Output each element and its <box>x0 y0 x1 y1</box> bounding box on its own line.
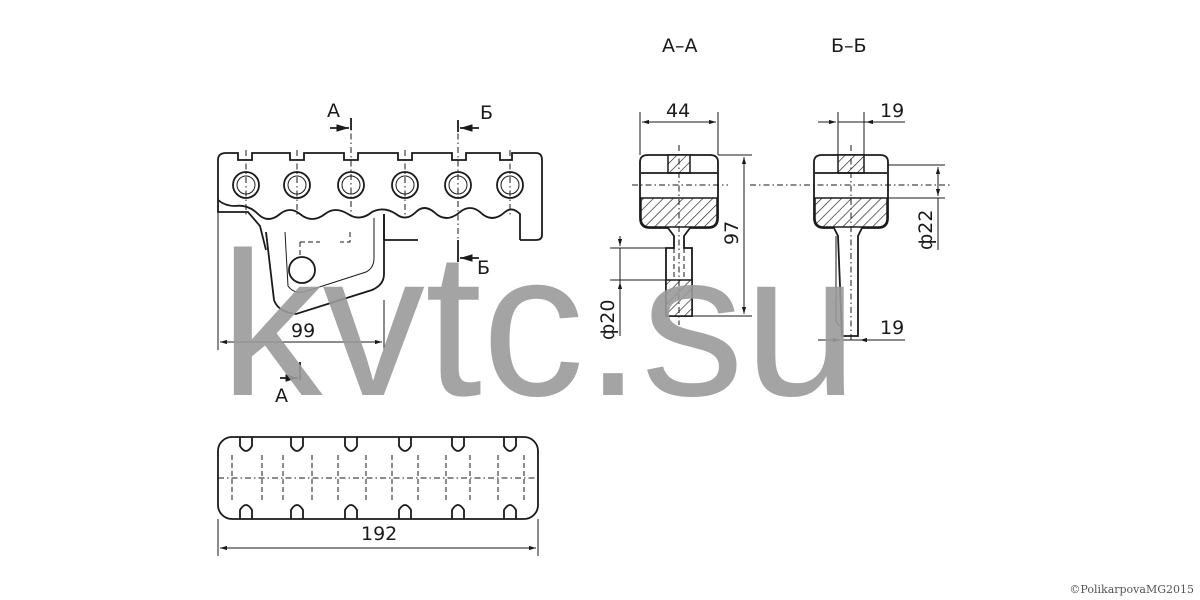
cut-mark-b-top: Б <box>480 102 493 124</box>
cut-mark-b-bottom: Б <box>477 257 490 279</box>
bottom-slots <box>239 437 517 519</box>
section-bb-title: Б–Б <box>831 35 867 57</box>
dim-bb-width-top: 19 <box>880 100 904 122</box>
cut-mark-a-top: А <box>327 100 340 122</box>
labels: А–А Б–Б А Б Б А 99 192 44 97 ф20 19 19 ф… <box>275 35 937 545</box>
watermark-text: kvtc.su <box>220 210 858 439</box>
cut-mark-a-bottom: А <box>275 385 288 407</box>
dim-aa-height: 97 <box>721 221 743 245</box>
dim-bb-diameter: ф22 <box>915 210 937 250</box>
dim-total-length: 192 <box>361 523 397 545</box>
dim-aa-width: 44 <box>666 100 690 122</box>
bottom-view <box>217 436 539 556</box>
section-bb <box>750 112 950 343</box>
section-aa <box>610 112 752 336</box>
front-holes <box>232 171 524 199</box>
front-view <box>217 118 543 382</box>
dim-front-width: 99 <box>291 320 315 342</box>
copyright-text: ©PolikarpovaMG2015 <box>1069 583 1194 596</box>
dim-bb-width-bottom: 19 <box>880 317 904 339</box>
dim-aa-diameter: ф20 <box>597 300 619 340</box>
section-aa-title: А–А <box>662 35 698 57</box>
